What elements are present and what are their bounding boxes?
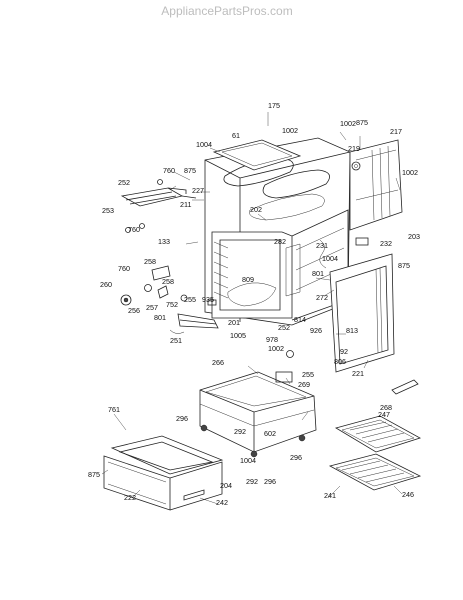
part-label-255: 255 <box>184 295 196 304</box>
part-label-222: 222 <box>124 493 136 502</box>
part-label-1005: 1005 <box>230 331 246 340</box>
part-label-602: 602 <box>264 429 276 438</box>
part-label-801: 801 <box>154 313 166 322</box>
part-label-242: 242 <box>216 498 228 507</box>
drawer-housing <box>199 350 317 458</box>
clip-760-a <box>157 179 163 185</box>
part-label-875: 875 <box>88 470 100 479</box>
part-label-875: 875 <box>356 118 368 127</box>
part-label-875: 875 <box>398 261 410 270</box>
part-label-1002: 1002 <box>282 126 298 135</box>
part-label-202: 202 <box>250 205 262 214</box>
part-label-221: 221 <box>352 369 364 378</box>
broil-element <box>120 187 197 207</box>
part-label-219: 219 <box>348 144 360 153</box>
storage-drawer <box>103 435 224 511</box>
part-label-801: 801 <box>312 269 324 278</box>
part-label-217: 217 <box>390 127 402 136</box>
part-label-241: 241 <box>324 491 336 500</box>
part-label-1002: 1002 <box>402 168 418 177</box>
part-label-256: 256 <box>128 306 140 315</box>
part-label-296: 296 <box>264 477 276 486</box>
part-label-760: 760 <box>163 166 175 175</box>
part-label-203: 203 <box>408 232 420 241</box>
part-label-752: 752 <box>166 300 178 309</box>
part-label-926: 926 <box>310 326 322 335</box>
oven-cavity <box>204 137 403 326</box>
part-label-258: 258 <box>162 277 174 286</box>
part-label-978: 978 <box>266 335 278 344</box>
part-label-935: 935 <box>202 295 214 304</box>
part-label-806: 806 <box>334 357 346 366</box>
part-label-268: 268 <box>380 403 392 412</box>
part-label-296: 296 <box>176 414 188 423</box>
part-label-761: 761 <box>108 405 120 414</box>
part-label-809: 809 <box>242 275 254 284</box>
part-label-272: 272 <box>316 293 328 302</box>
part-label-204: 204 <box>220 481 232 490</box>
part-label-1004: 1004 <box>322 254 338 263</box>
part-label-251: 251 <box>170 336 182 345</box>
part-label-201: 201 <box>228 318 240 327</box>
part-label-269: 269 <box>298 380 310 389</box>
part-label-252: 252 <box>118 178 130 187</box>
part-label-255: 255 <box>302 370 314 379</box>
part-label-282: 282 <box>274 237 286 246</box>
part-label-258: 258 <box>144 257 156 266</box>
part-label-253: 253 <box>102 206 114 215</box>
part-label-61: 61 <box>232 131 240 140</box>
watermark-text: AppliancePartsPros.com <box>161 4 292 18</box>
part-label-296: 296 <box>290 453 302 462</box>
part-label-292: 292 <box>234 427 246 436</box>
part-label-1002: 1002 <box>340 119 356 128</box>
part-label-133: 133 <box>158 237 170 246</box>
part-label-1004: 1004 <box>196 140 212 149</box>
part-label-231: 231 <box>316 241 328 250</box>
part-label-92: 92 <box>340 347 348 356</box>
part-label-227: 227 <box>192 186 204 195</box>
oven-door <box>329 253 395 373</box>
part-label-260: 260 <box>100 280 112 289</box>
part-label-875: 875 <box>184 166 196 175</box>
part-label-247: 247 <box>378 410 390 419</box>
broil-pan-set <box>328 379 422 491</box>
part-label-1002: 1002 <box>268 344 284 353</box>
part-label-814: 814 <box>294 315 306 324</box>
part-label-1004: 1004 <box>240 456 256 465</box>
part-label-257: 257 <box>146 303 158 312</box>
part-label-813: 813 <box>346 326 358 335</box>
clip-760-c <box>125 227 131 233</box>
part-label-211: 211 <box>180 200 191 209</box>
part-label-760: 760 <box>128 225 140 234</box>
part-label-292: 292 <box>246 477 258 486</box>
part-label-175: 175 <box>268 101 280 110</box>
part-label-760: 760 <box>118 264 130 273</box>
part-label-266: 266 <box>212 358 224 367</box>
part-label-246: 246 <box>402 490 414 499</box>
clip-760-b <box>139 223 145 229</box>
bake-element-parts <box>120 265 219 334</box>
part-label-252: 252 <box>278 323 290 332</box>
part-label-232: 232 <box>380 239 392 248</box>
leader-lines <box>101 112 403 505</box>
